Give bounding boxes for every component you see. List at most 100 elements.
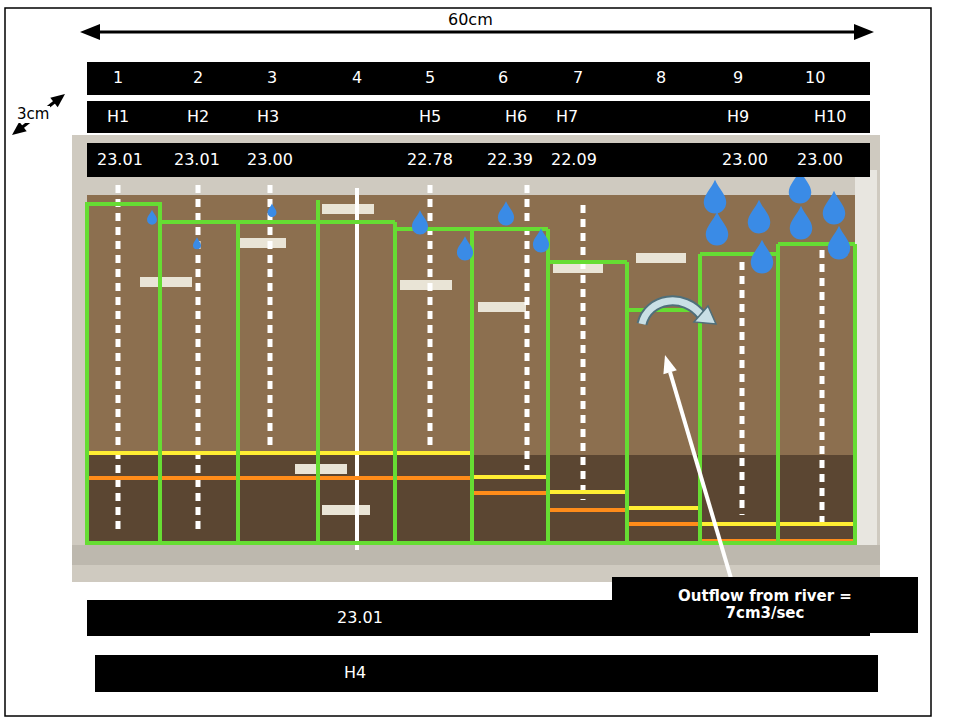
outer-frame	[5, 8, 931, 716]
rain-drop	[751, 240, 774, 274]
photo-background	[72, 135, 880, 582]
leader-line	[670, 372, 733, 585]
bar-text: H6	[505, 108, 527, 126]
label-plate	[322, 505, 370, 515]
rain-drop	[457, 236, 473, 260]
cell-wall	[158, 202, 162, 545]
rain-drop	[533, 228, 549, 252]
label-plate	[140, 277, 192, 287]
bar-text: 10	[805, 69, 825, 87]
label-plate	[636, 253, 686, 263]
bar-text: H2	[187, 108, 209, 126]
label-bar: 1 2 3 4 5 6 7 8 9 10	[87, 62, 870, 95]
rain-drop	[193, 237, 201, 249]
level-line	[472, 475, 548, 479]
cell-wall	[316, 200, 320, 545]
bar-text: 23.01	[97, 151, 143, 169]
rain-drop	[498, 201, 514, 225]
arrow-head	[12, 122, 27, 135]
bar-text: 23.00	[797, 151, 843, 169]
label-plate	[478, 302, 526, 312]
bar-text: H7	[556, 108, 578, 126]
label-plate	[553, 263, 603, 273]
bar-text: H5	[419, 108, 441, 126]
rain-drop	[147, 210, 157, 225]
cell-wall	[698, 254, 702, 545]
piezometer-tube	[428, 185, 433, 450]
cell-grid	[87, 200, 855, 545]
bar-text: 23.00	[722, 151, 768, 169]
rain-drop	[790, 206, 813, 240]
bar-text: 22.78	[407, 151, 453, 169]
sand-body	[87, 195, 855, 545]
bar-text: 5	[425, 69, 435, 87]
callout-box: Outflow from river = 7cm3/sec	[612, 577, 918, 633]
rain-drop	[748, 200, 771, 234]
dimension-label: 3cm	[16, 106, 50, 123]
rain-drop	[828, 226, 851, 260]
bar-text: 22.09	[551, 151, 597, 169]
piezometer-tube	[268, 185, 273, 450]
bar-text: 4	[352, 69, 362, 87]
bar-text: H10	[814, 108, 846, 126]
cell-wall	[625, 262, 629, 545]
dimension-label: 60cm	[448, 11, 493, 29]
cell-wall	[546, 229, 550, 545]
callout-text: Outflow from river = 7cm3/sec	[659, 588, 871, 623]
outflow-arrow-head	[694, 306, 716, 324]
tank-label-plates	[140, 204, 686, 515]
bar-text: H1	[107, 108, 129, 126]
rain-drop	[706, 212, 729, 246]
bar-text: 7	[573, 69, 583, 87]
bar-text: 23.01	[174, 151, 220, 169]
bar-text: 23.01	[337, 609, 383, 627]
level-line	[548, 508, 627, 512]
cell-wall	[236, 220, 240, 545]
water-level	[87, 202, 160, 206]
bar-text: 6	[498, 69, 508, 87]
label-bar: 23.01 23.01 23.00 22.78 22.39 22.09 23.00 23.00	[87, 143, 870, 177]
bar-text: H4	[344, 664, 366, 682]
cell-wall	[470, 229, 474, 545]
cell-floor	[87, 541, 855, 545]
label-plate	[400, 280, 452, 290]
rain-drop	[823, 191, 846, 225]
rain-drop	[268, 204, 277, 218]
arrow-head	[854, 24, 874, 40]
outflow-arrow	[642, 301, 702, 324]
arrow-head	[50, 94, 65, 107]
level-line	[627, 522, 700, 526]
label-plate	[295, 464, 347, 474]
piezometer-tube	[355, 188, 359, 550]
tank-wall	[855, 170, 877, 560]
level-line	[87, 451, 472, 455]
piezometer-tube	[581, 205, 586, 500]
rain-drop	[704, 180, 727, 214]
label-plate	[322, 204, 374, 214]
arrow-head	[80, 24, 100, 40]
bar-text: 1	[113, 69, 123, 87]
rain-drop	[412, 210, 428, 234]
dimension-line	[94, 31, 860, 34]
leader-arrow-head	[663, 355, 676, 374]
label-bar: H4	[95, 655, 878, 692]
rain-drops	[147, 170, 850, 274]
level-line	[472, 491, 548, 495]
level-line	[627, 506, 700, 510]
bar-text: 3	[267, 69, 277, 87]
bar-text: 22.39	[487, 151, 533, 169]
tank-base	[72, 545, 880, 565]
outflow-arrow	[642, 301, 702, 324]
label-plate	[238, 238, 286, 248]
cell-wall	[393, 222, 397, 545]
bar-text: 23.00	[247, 151, 293, 169]
bar-text: 9	[733, 69, 743, 87]
bar-text: 2	[193, 69, 203, 87]
cell-wall	[776, 244, 780, 545]
piezometer-tube	[740, 262, 745, 515]
bar-text: 8	[656, 69, 666, 87]
bar-text: H3	[257, 108, 279, 126]
level-line	[87, 476, 472, 480]
piezometer-tube	[820, 250, 825, 525]
